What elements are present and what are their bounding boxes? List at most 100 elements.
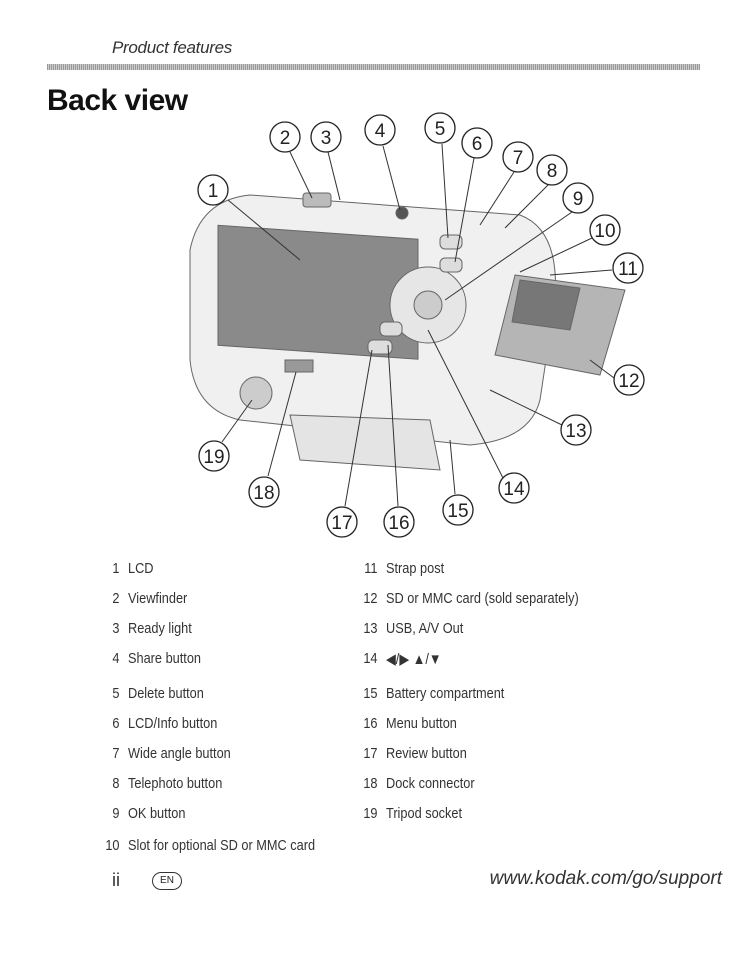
legend-number: 5	[112, 685, 120, 702]
header-rule	[47, 64, 700, 70]
legend-label: SD or MMC card (sold separately)	[386, 590, 579, 607]
callout-number: 4	[375, 121, 386, 142]
callout-5: 5	[424, 112, 456, 144]
callout-circle	[612, 252, 644, 284]
legend-label: Battery compartment	[386, 685, 505, 702]
legend-label: USB, A/V Out	[386, 620, 464, 637]
callout-number: 17	[331, 513, 352, 534]
callout-number: 16	[388, 513, 409, 534]
legend-label: ◀/▶ ▲/▼	[386, 651, 442, 668]
legend-label: Wide angle button	[128, 745, 231, 762]
legend-label: LCD/Info button	[128, 715, 218, 732]
callout-16: 16	[383, 506, 415, 538]
language-badge: EN	[152, 872, 182, 890]
callout-circle	[197, 174, 229, 206]
callout-circle	[326, 506, 358, 538]
legend-label: Ready light	[128, 620, 192, 637]
callout-circle	[198, 440, 230, 472]
page-number: ii	[112, 870, 120, 890]
callout-circle	[269, 121, 301, 153]
callout-14: 14	[498, 472, 530, 504]
callout-circle	[442, 494, 474, 526]
callout-number: 10	[594, 221, 615, 242]
callout-number: 19	[203, 447, 224, 468]
legend-number: 9	[112, 805, 120, 822]
callout-number: 14	[503, 479, 525, 500]
callout-10: 10	[589, 214, 621, 246]
legend-number: 6	[112, 715, 120, 732]
callout-number: 13	[565, 421, 586, 442]
legend-number: 17	[363, 745, 378, 762]
legend-label: Tripod socket	[386, 805, 463, 822]
callout-number: 9	[573, 189, 584, 210]
callout-number: 18	[253, 483, 274, 504]
leader-lines	[221, 143, 615, 507]
callout-17: 17	[326, 506, 358, 538]
battery-door	[289, 414, 441, 471]
legend-number: 13	[363, 620, 378, 637]
callout-number: 7	[513, 148, 524, 169]
callout-4: 4	[364, 114, 396, 146]
lcd-screen	[217, 224, 419, 360]
legend-number: 10	[105, 837, 120, 854]
callout-6: 6	[461, 127, 493, 159]
callout-1: 1	[197, 174, 229, 206]
legend-number: 3	[112, 620, 120, 637]
legend-number: 18	[363, 775, 378, 792]
callout-number: 6	[472, 134, 483, 155]
dock-connector	[284, 359, 314, 373]
legend-number: 15	[363, 685, 378, 702]
callout-number: 11	[618, 259, 638, 280]
callout-circle	[536, 154, 568, 186]
legend-label: OK button	[128, 805, 186, 822]
callout-15: 15	[442, 494, 474, 526]
callout-circle	[562, 182, 594, 214]
callout-number: 2	[280, 128, 291, 149]
legend-number: 4	[112, 650, 120, 667]
legend-number: 16	[363, 715, 378, 732]
callout-3: 3	[310, 121, 342, 153]
tripod-socket	[239, 376, 273, 410]
legend-number: 7	[112, 745, 120, 762]
legend-label: Review button	[386, 745, 467, 762]
callout-11: 11	[612, 252, 644, 284]
callout-circle	[248, 476, 280, 508]
legend-number: 12	[363, 590, 378, 607]
callout-number: 8	[547, 161, 558, 182]
legend-label: Dock connector	[386, 775, 475, 792]
callout-number: 1	[208, 181, 219, 202]
callout-circle	[383, 506, 415, 538]
callout-number: 3	[321, 128, 332, 149]
callout-number: 12	[618, 371, 639, 392]
callout-19: 19	[198, 440, 230, 472]
callout-circle	[613, 364, 645, 396]
callout-9: 9	[562, 182, 594, 214]
callout-13: 13	[560, 414, 592, 446]
callout-2: 2	[269, 121, 301, 153]
callout-7: 7	[502, 141, 534, 173]
callout-8: 8	[536, 154, 568, 186]
legend-number: 19	[363, 805, 378, 822]
legend-label: Slot for optional SD or MMC card	[128, 837, 316, 854]
callout-number: 5	[435, 119, 446, 140]
legend-number: 11	[364, 560, 378, 577]
legend-label: Menu button	[386, 715, 457, 732]
legend-number: 2	[112, 590, 120, 607]
legend-label: Telephoto button	[128, 775, 223, 792]
legend-label: Share button	[128, 650, 202, 667]
callout-circle	[502, 141, 534, 173]
callout-circle	[424, 112, 456, 144]
legend-label: LCD	[128, 560, 154, 577]
support-url[interactable]: www.kodak.com/go/support	[489, 868, 722, 889]
callout-circle	[310, 121, 342, 153]
camera-body	[189, 192, 626, 471]
callout-12: 12	[613, 364, 645, 396]
callout-18: 18	[248, 476, 280, 508]
callout-circle	[498, 472, 530, 504]
section-header: Product features	[112, 38, 232, 57]
callout-number: 15	[447, 501, 468, 522]
legend-label: Viewfinder	[128, 590, 188, 607]
legend-number: 8	[112, 775, 120, 792]
legend-label: Delete button	[128, 685, 204, 702]
